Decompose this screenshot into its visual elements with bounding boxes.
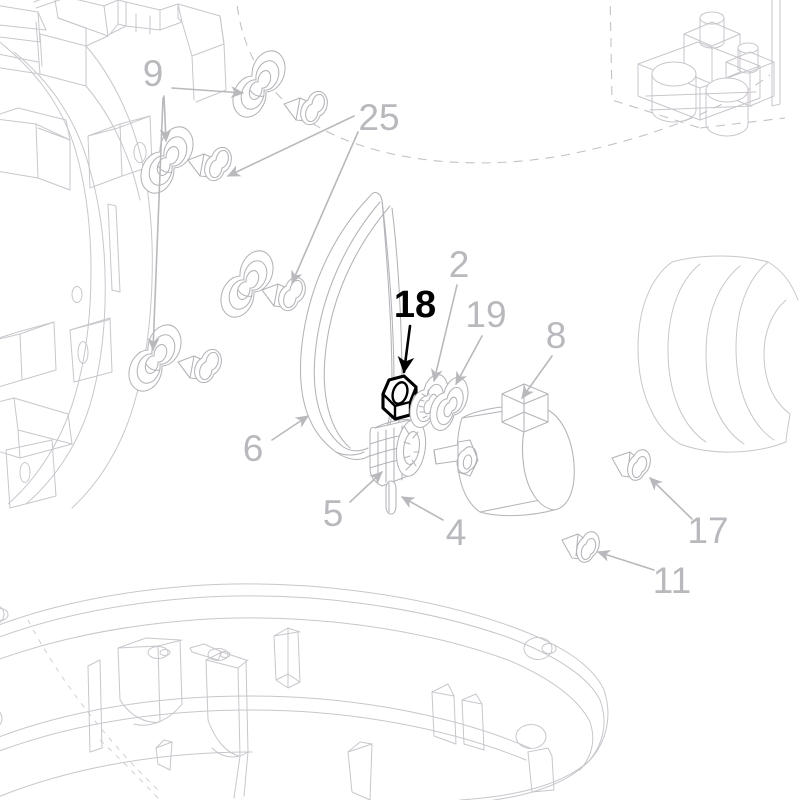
callout-9[interactable]: 9 <box>143 53 164 94</box>
callout-11[interactable]: 11 <box>653 560 691 601</box>
part-rivet-pin-1 <box>283 90 328 126</box>
part-washer-4 <box>128 324 182 392</box>
leader-6 <box>271 415 309 441</box>
callout-19[interactable]: 19 <box>465 294 506 335</box>
callout-2[interactable]: 2 <box>449 244 470 285</box>
part-hex-bolt-upper <box>611 449 651 481</box>
leader-18 <box>397 324 415 374</box>
callout-5[interactable]: 5 <box>323 493 344 534</box>
part-shaft-key <box>385 480 397 515</box>
part-rivet-pin-3 <box>261 276 306 312</box>
callout-25[interactable]: 25 <box>358 97 399 138</box>
part-hex-nut-highlighted <box>381 374 418 421</box>
leader-lines <box>147 86 693 571</box>
leader-4 <box>400 496 444 521</box>
deck-housing <box>0 583 609 800</box>
construction-arc <box>236 0 786 164</box>
callout-6[interactable]: 6 <box>243 428 264 469</box>
part-rivet-pin-2 <box>187 146 232 182</box>
battery-terminal-block <box>637 0 781 137</box>
part-drive-belt <box>299 191 403 461</box>
leader-25-b <box>291 131 359 285</box>
part-drive-pulley <box>369 418 427 487</box>
leader-9-b <box>159 95 172 143</box>
part-hex-bolt-lower <box>561 531 600 563</box>
part-washer-2 <box>140 126 194 194</box>
part-washer-3 <box>220 250 274 318</box>
callout-4[interactable]: 4 <box>446 512 467 553</box>
leader-17 <box>649 477 693 520</box>
frame-bracket-assembly <box>0 0 227 509</box>
leader-11 <box>596 549 655 571</box>
leader-2 <box>430 284 458 383</box>
leader-9-c <box>147 97 164 352</box>
callout-18[interactable]: 18 <box>394 284 436 326</box>
leader-19 <box>455 335 483 386</box>
part-electric-motor <box>433 383 575 517</box>
callout-17[interactable]: 17 <box>687 510 728 551</box>
callout-8[interactable]: 8 <box>546 315 567 356</box>
leader-8 <box>521 355 553 399</box>
part-washer-1 <box>232 50 286 118</box>
part-rivet-pin-4 <box>177 348 222 384</box>
leader-25-a <box>226 115 355 177</box>
callout-labels: 9 25 6 18 2 19 8 5 4 17 11 <box>143 53 729 601</box>
leader-9-a <box>171 86 245 99</box>
leader-5 <box>349 471 383 503</box>
drum-roller <box>637 255 799 453</box>
